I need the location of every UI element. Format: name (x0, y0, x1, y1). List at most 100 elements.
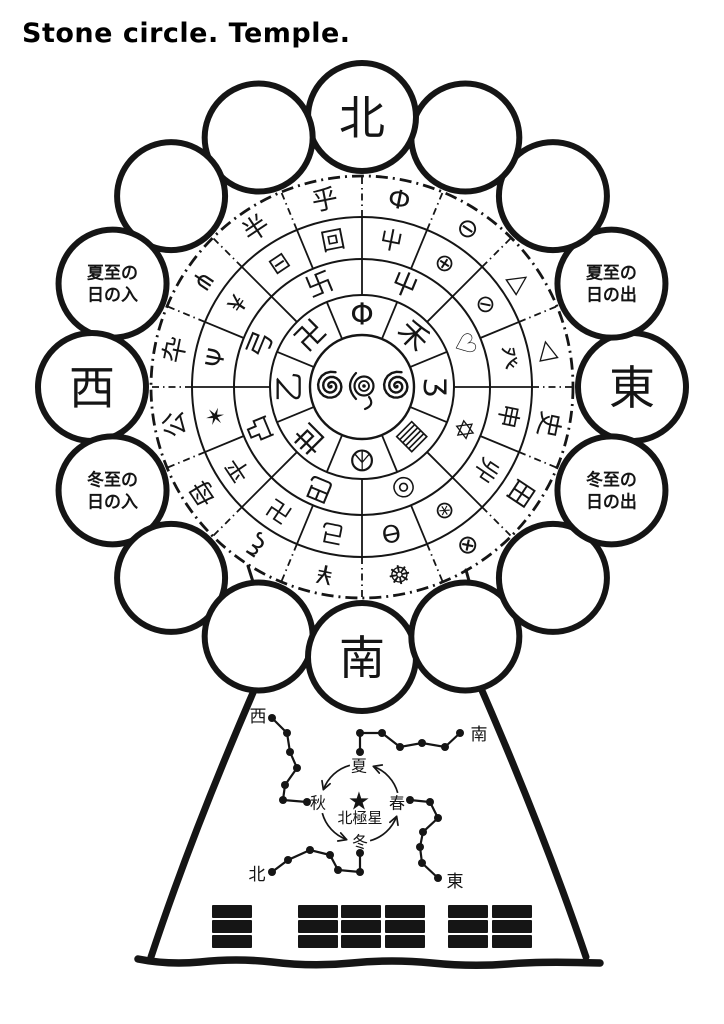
cell-divider (481, 237, 512, 268)
right-spiral-glyph (382, 370, 409, 399)
constellation-direction-label: 南 (471, 725, 488, 745)
solstice-label: 冬至の日の出 (586, 469, 637, 512)
altar-bar (212, 920, 252, 933)
eye-glyph-hook (348, 371, 358, 401)
constellation-star (268, 714, 276, 722)
stone-circle (554, 226, 669, 341)
constellation-star (419, 828, 427, 836)
constellation-star (396, 743, 404, 751)
stone-circle (408, 579, 523, 694)
altar-bar (298, 935, 338, 948)
cell-divider (426, 451, 454, 479)
altar-bar (212, 935, 252, 948)
season-rotation-arc (322, 764, 351, 791)
stone-circle (114, 520, 229, 635)
constellation-direction-label: 北 (249, 865, 266, 885)
altar-bar (448, 905, 488, 918)
stone-circle (114, 139, 229, 254)
altar-bar (385, 935, 425, 948)
constellation-star (279, 796, 287, 804)
cell-divider (479, 435, 520, 453)
cardinal-direction-label: 南 (339, 631, 385, 685)
wheel-outer-circle (149, 174, 575, 600)
ring3-symbol: 屮 (377, 225, 406, 257)
cell-divider (381, 434, 399, 473)
solstice-label: 冬至の日の入 (87, 469, 138, 512)
stone-circle (55, 433, 170, 548)
rotation-arrowhead (389, 815, 398, 824)
constellation-star (456, 729, 464, 737)
cell-divider (518, 451, 558, 469)
constellation-star (281, 781, 289, 789)
mound-base-edge (134, 955, 604, 970)
constellation-star (356, 849, 364, 857)
ring1-symbol: 乙 (273, 372, 308, 402)
constellation-star (356, 729, 364, 737)
rotation-arrowhead (372, 765, 381, 774)
cell-divider (409, 350, 448, 368)
season-rotation-arc (372, 765, 399, 794)
ring1-symbol: Ʒ (417, 377, 452, 397)
altar-bar (385, 905, 425, 918)
ring4-symbol: 乎 (309, 183, 340, 217)
constellation-star (326, 851, 334, 859)
altar-bar (492, 920, 532, 933)
altar-bar (341, 920, 381, 933)
eye-glyph-tail (363, 395, 373, 411)
ring4-symbol: 卆 (158, 334, 192, 365)
cell-divider (270, 451, 298, 479)
polaris-label: 北極星 (337, 809, 382, 827)
cell-divider (276, 350, 315, 368)
cell-divider (212, 506, 243, 537)
eye-glyph-outer (353, 375, 375, 397)
cell-divider (381, 301, 399, 340)
stone-circle (495, 139, 610, 254)
cell-divider (451, 476, 483, 508)
eye-glyph-pupil (362, 384, 366, 388)
altar-bar (492, 935, 532, 948)
constellation-star (356, 868, 364, 876)
ring1-symbol: ☮ (349, 442, 376, 477)
stone-circle (554, 433, 669, 548)
cell-divider (276, 406, 315, 424)
solstice-label: 夏至の日の出 (586, 264, 637, 306)
constellation-star (293, 764, 301, 772)
stone-circle (201, 80, 316, 195)
page-title: Stone circle. Temple. (22, 18, 351, 49)
cell-divider (166, 305, 206, 323)
altar-bar (448, 935, 488, 948)
constellation-star (418, 859, 426, 867)
constellation-star (434, 874, 442, 882)
constellation-star (283, 729, 291, 737)
season-rotation-arc (369, 815, 398, 842)
constellation-star (334, 866, 342, 874)
cell-divider (426, 191, 444, 231)
rotation-arrowhead (339, 832, 348, 841)
season-label: 秋 (310, 794, 326, 813)
cardinal-direction-label: 北 (339, 91, 385, 145)
constellation-star (441, 743, 449, 751)
ring1-symbol: Φ (350, 298, 374, 333)
cell-divider (241, 266, 273, 298)
rotation-arrowhead (322, 782, 331, 791)
rotation-arrowhead (395, 815, 399, 827)
ring3-symbol: 回 (318, 225, 347, 257)
rotation-arrowhead (372, 764, 384, 768)
polaris-star-icon: ★ (348, 787, 370, 816)
ring3-symbol: 癶 (492, 343, 524, 372)
left-spiral-glyph (316, 370, 343, 399)
wheel-ring-circle (308, 333, 416, 441)
cell-divider (241, 476, 273, 508)
cell-divider (296, 504, 314, 545)
ring3-symbol: Ѳ (379, 517, 403, 548)
altar-bar (212, 905, 252, 918)
cell-divider (410, 504, 428, 545)
mound-right-edge (473, 675, 590, 961)
cell-divider (166, 451, 206, 469)
cell-divider (479, 321, 520, 339)
cell-divider (296, 229, 314, 270)
constellation-star (426, 798, 434, 806)
altar-bar (341, 905, 381, 918)
